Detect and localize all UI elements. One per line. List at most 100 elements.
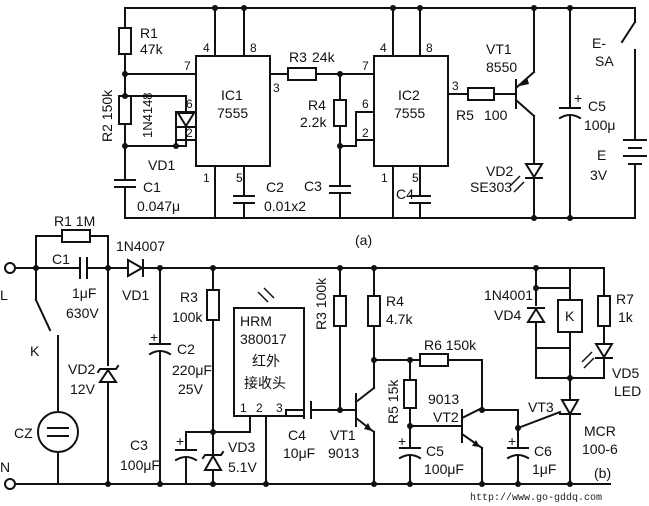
a-vt1-arrow — [520, 77, 529, 86]
b-c1-gap — [81, 257, 86, 279]
a-r3-val: 24k — [312, 49, 336, 65]
b-r7-ref: R7 — [616, 291, 634, 307]
a-vd1-label: VD1 — [148, 157, 175, 173]
b-c5-val: 100μF — [424, 461, 464, 477]
b-c1-val1: 1μF — [72, 285, 96, 301]
a-sa-switch-blade — [620, 20, 637, 44]
b-c4-val: 10μF — [283, 445, 315, 461]
a-c4-ref: C4 — [396, 186, 414, 202]
b-vt1-arrow — [364, 423, 372, 431]
a-junction — [241, 5, 247, 11]
a-ic1-pin-label: 1 — [203, 171, 210, 185]
a-r5-val: 100 — [484, 107, 508, 123]
a-ic2-pin-label: 7 — [362, 59, 369, 73]
a-diode-1n4148: 1N4148 — [140, 92, 155, 138]
b-junction — [479, 481, 485, 487]
b-vd2-ref: VD2 — [68, 361, 95, 377]
b-vt1-val: 9013 — [328, 445, 359, 461]
a-junction — [531, 215, 537, 221]
a-ic1-pin-label: 8 — [250, 41, 257, 55]
a-sa-marker: E- — [592, 35, 606, 51]
b-c2-ref: C2 — [177, 341, 195, 357]
b-hrm-pin-label: 2 — [256, 401, 263, 415]
b-hrm-module — [233, 307, 305, 417]
a-ic1-pin-label: 3 — [273, 81, 280, 95]
a-junction — [122, 143, 128, 149]
a-ic1-pin-label: 2 — [186, 126, 193, 140]
b-hrm-line1: HRM — [240, 313, 272, 329]
b-r4-val: 4.7k — [386, 311, 413, 327]
a-ic2-type: 7555 — [394, 105, 425, 121]
b-junction — [105, 481, 111, 487]
a-ic1-type: 7555 — [217, 105, 248, 121]
b-c2-val2: 25V — [178, 381, 204, 397]
b-junction — [515, 481, 521, 487]
b-r6-label: R6 150k — [424, 337, 477, 353]
b-vd3-val: 5.1V — [228, 459, 257, 475]
b-r7-resistor — [597, 295, 611, 327]
b-r3-ref: R3 — [180, 289, 198, 305]
b-r3-val: 100k — [172, 309, 203, 325]
b-vd3-bar — [201, 450, 225, 460]
a-ic2-ref: IC2 — [398, 87, 420, 103]
b-c6-ref: C6 — [534, 443, 552, 459]
a-junction — [417, 5, 423, 11]
b-hrm-cn1: 红外 — [252, 354, 280, 370]
a-ic1-pin-label: 6 — [186, 97, 193, 111]
b-c4-ref: C4 — [288, 427, 306, 443]
b-relay-coil — [557, 299, 583, 333]
a-r4-val: 2.2k — [300, 114, 327, 130]
b-r7-val: 1k — [618, 309, 634, 325]
a-vd2-ray — [513, 181, 525, 193]
b-vt3-ref: VT3 — [528, 399, 554, 415]
a-ic2-pin-label: 1 — [381, 171, 388, 185]
b-c2-val1: 220μF — [172, 362, 212, 378]
b-r3b-label: R3 100k — [313, 277, 329, 330]
b-terminal-l — [4, 262, 16, 274]
b-relay-label: K — [565, 308, 575, 324]
a-ic2-pin-label: 5 — [412, 171, 419, 185]
b-junction — [210, 265, 216, 271]
a-r5-resistor — [467, 87, 495, 101]
b-vd5-ray — [581, 351, 593, 363]
b-caption: (b) — [594, 465, 611, 481]
b-r3-resistor — [206, 289, 220, 321]
a-vd2-diode — [524, 163, 544, 179]
a-vt1-val: 8550 — [486, 59, 517, 75]
b-vt2-val: 9013 — [428, 391, 459, 407]
a-ic2-pin-label: 4 — [380, 41, 387, 55]
b-term-l-label: L — [0, 287, 8, 303]
b-vd5-ref: VD5 — [612, 365, 639, 381]
b-r4-ref: R4 — [386, 293, 404, 309]
b-hrm-ray — [257, 291, 269, 303]
b-hrm-pin-label: 3 — [276, 401, 283, 415]
b-junction — [157, 265, 163, 271]
b-r1-label: R1 1M — [54, 213, 95, 229]
b-junction — [371, 265, 377, 271]
b-junction — [533, 285, 539, 291]
b-c6-plus: + — [508, 433, 516, 449]
a-r2-resistor — [118, 95, 132, 125]
a-vd2-ray — [509, 175, 521, 187]
b-vd3-zener — [203, 453, 223, 471]
b-c3-ref: C3 — [130, 437, 148, 453]
b-vd5-val: LED — [614, 383, 641, 399]
b-mcr-ref: MCR — [584, 423, 616, 439]
a-ic1-pin-label: 7 — [184, 59, 191, 73]
a-r1-val: 47k — [140, 41, 164, 57]
b-hrm-cn2: 接收头 — [244, 375, 286, 392]
a-junction — [567, 5, 573, 11]
a-c3-ref: C3 — [304, 178, 322, 194]
b-junction — [371, 481, 377, 487]
a-ic2-pin-label: 8 — [426, 41, 433, 55]
b-c3-val: 100μF — [120, 457, 160, 473]
b-vd1-diode — [127, 258, 145, 278]
a-ic2-pin-label: 6 — [362, 97, 369, 111]
a-battery-ref: E — [597, 147, 606, 163]
b-junction — [567, 481, 573, 487]
b-vt3-thyristor — [560, 399, 580, 417]
a-junction — [390, 5, 396, 11]
b-vd2-bar — [96, 364, 120, 374]
